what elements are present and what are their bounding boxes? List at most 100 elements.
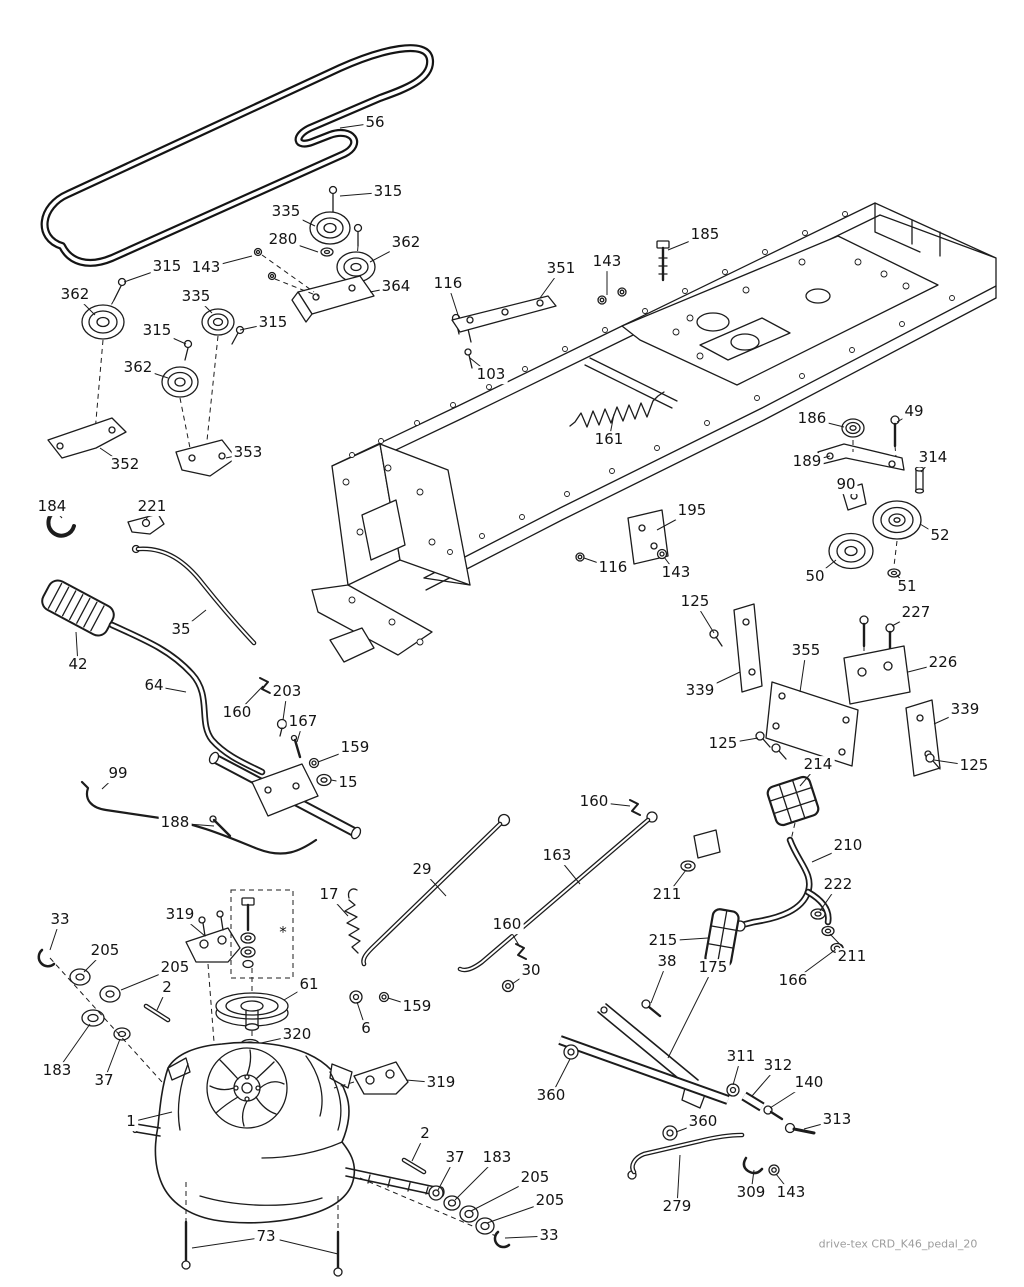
part-label-49-20: 49 — [902, 402, 926, 421]
part-label-188-51: 188 — [158, 813, 192, 832]
part-label-37-88: 37 — [443, 1148, 467, 1167]
part-label-339-36: 339 — [683, 681, 717, 700]
part-label-227-33: 227 — [899, 603, 933, 622]
pedal-mount-group — [575, 509, 941, 777]
part-label-6-75: 6 — [359, 1019, 373, 1038]
part-label-183-89: 183 — [480, 1148, 514, 1167]
part-label-352-28: 352 — [108, 455, 142, 474]
part-label-160-63: 160 — [490, 915, 524, 934]
top-idler-group — [253, 185, 376, 323]
part-label-311-78: 311 — [724, 1047, 758, 1066]
part-label-315-14: 315 — [140, 321, 174, 340]
part-label-42-42: 42 — [66, 655, 90, 674]
part-label-215-58: 215 — [646, 931, 680, 950]
part-label-335-13: 335 — [179, 287, 213, 306]
part-label-161-18: 161 — [592, 430, 626, 449]
part-label-38-66: 38 — [655, 952, 679, 971]
part-label-143-31: 143 — [659, 563, 693, 582]
drive-belt — [40, 44, 434, 267]
part-label-asterisk-76: * — [277, 923, 289, 942]
part-label-210-54: 210 — [831, 836, 865, 855]
part-label-2-72: 2 — [160, 978, 174, 997]
part-label-125-41: 125 — [957, 756, 991, 775]
part-label-315-1: 315 — [371, 182, 405, 201]
part-label-160-53: 160 — [577, 792, 611, 811]
part-label-183-83: 183 — [40, 1061, 74, 1080]
part-label-167-47: 167 — [286, 712, 320, 731]
part-label-279-96: 279 — [660, 1197, 694, 1216]
part-label-195-29: 195 — [675, 501, 709, 520]
part-label-185-6: 185 — [688, 225, 722, 244]
part-label-335-2: 335 — [269, 202, 303, 221]
part-label-175-67: 175 — [696, 958, 730, 977]
part-label-355-34: 355 — [789, 641, 823, 660]
part-label-103-17: 103 — [474, 365, 508, 384]
part-label-205-90: 205 — [518, 1168, 552, 1187]
transaxle-group — [37, 889, 515, 1277]
right-idler-group — [817, 415, 925, 578]
part-label-211-56: 211 — [650, 885, 684, 904]
part-label-143-95: 143 — [774, 1183, 808, 1202]
part-label-214-52: 214 — [801, 755, 835, 774]
part-label-315-15: 315 — [256, 313, 290, 332]
part-label-166-60: 166 — [776, 971, 810, 990]
part-label-73-93: 73 — [254, 1227, 278, 1246]
part-label-280-3: 280 — [266, 230, 300, 249]
part-label-186-19: 186 — [795, 409, 829, 428]
left-idler-group — [47, 277, 245, 477]
part-label-339-40: 339 — [948, 700, 982, 719]
part-label-35-43: 35 — [169, 620, 193, 639]
part-label-226-35: 226 — [926, 653, 960, 672]
part-label-116-30: 116 — [596, 558, 630, 577]
part-label-2-87: 2 — [418, 1124, 432, 1143]
part-label-163-55: 163 — [540, 846, 574, 865]
part-label-360-82: 360 — [686, 1112, 720, 1131]
part-label-17-62: 17 — [317, 885, 341, 904]
part-label-362-16: 362 — [121, 358, 155, 377]
part-label-364-10: 364 — [379, 277, 413, 296]
part-label-33-92: 33 — [537, 1226, 561, 1245]
part-label-37-84: 37 — [92, 1071, 116, 1090]
part-label-61-73: 61 — [297, 975, 321, 994]
part-label-51-26: 51 — [895, 577, 919, 596]
part-label-116-9: 116 — [431, 274, 465, 293]
part-label-309-94: 309 — [734, 1183, 768, 1202]
part-label-211-59: 211 — [835, 947, 869, 966]
part-label-320-74: 320 — [280, 1025, 314, 1044]
part-label-1-85: 1 — [124, 1112, 138, 1131]
part-label-140-80: 140 — [792, 1073, 826, 1092]
part-label-33-68: 33 — [48, 910, 72, 929]
part-label-125-39: 125 — [706, 734, 740, 753]
control-lever-group — [41, 510, 362, 855]
part-label-312-79: 312 — [761, 1056, 795, 1075]
frame — [311, 202, 997, 663]
part-label-351-8: 351 — [544, 259, 578, 278]
part-label-160-45: 160 — [220, 703, 254, 722]
part-label-319-69: 319 — [163, 905, 197, 924]
watermark: drive-tex CRD_K46_pedal_20 — [818, 1237, 978, 1251]
part-label-313-81: 313 — [820, 1110, 854, 1129]
part-label-314-22: 314 — [916, 448, 950, 467]
brake-rod-group — [558, 999, 816, 1180]
pedal-assembly — [344, 775, 844, 973]
part-label-319-86: 319 — [424, 1073, 458, 1092]
part-label-184-37: 184 — [35, 497, 69, 516]
part-label-99-50: 99 — [106, 764, 130, 783]
part-label-205-91: 205 — [533, 1191, 567, 1210]
part-label-221-38: 221 — [135, 497, 169, 516]
part-label-29-61: 29 — [410, 860, 434, 879]
part-label-362-12: 362 — [58, 285, 92, 304]
part-label-205-70: 205 — [88, 941, 122, 960]
part-label-222-57: 222 — [821, 875, 855, 894]
part-label-362-4: 362 — [389, 233, 423, 252]
part-label-30-64: 30 — [519, 961, 543, 980]
part-label-52-24: 52 — [928, 526, 952, 545]
part-label-159-48: 159 — [338, 738, 372, 757]
part-label-15-49: 15 — [336, 773, 360, 792]
part-label-189-21: 189 — [790, 452, 824, 471]
part-label-159-65: 159 — [400, 997, 434, 1016]
part-label-353-27: 353 — [231, 443, 265, 462]
